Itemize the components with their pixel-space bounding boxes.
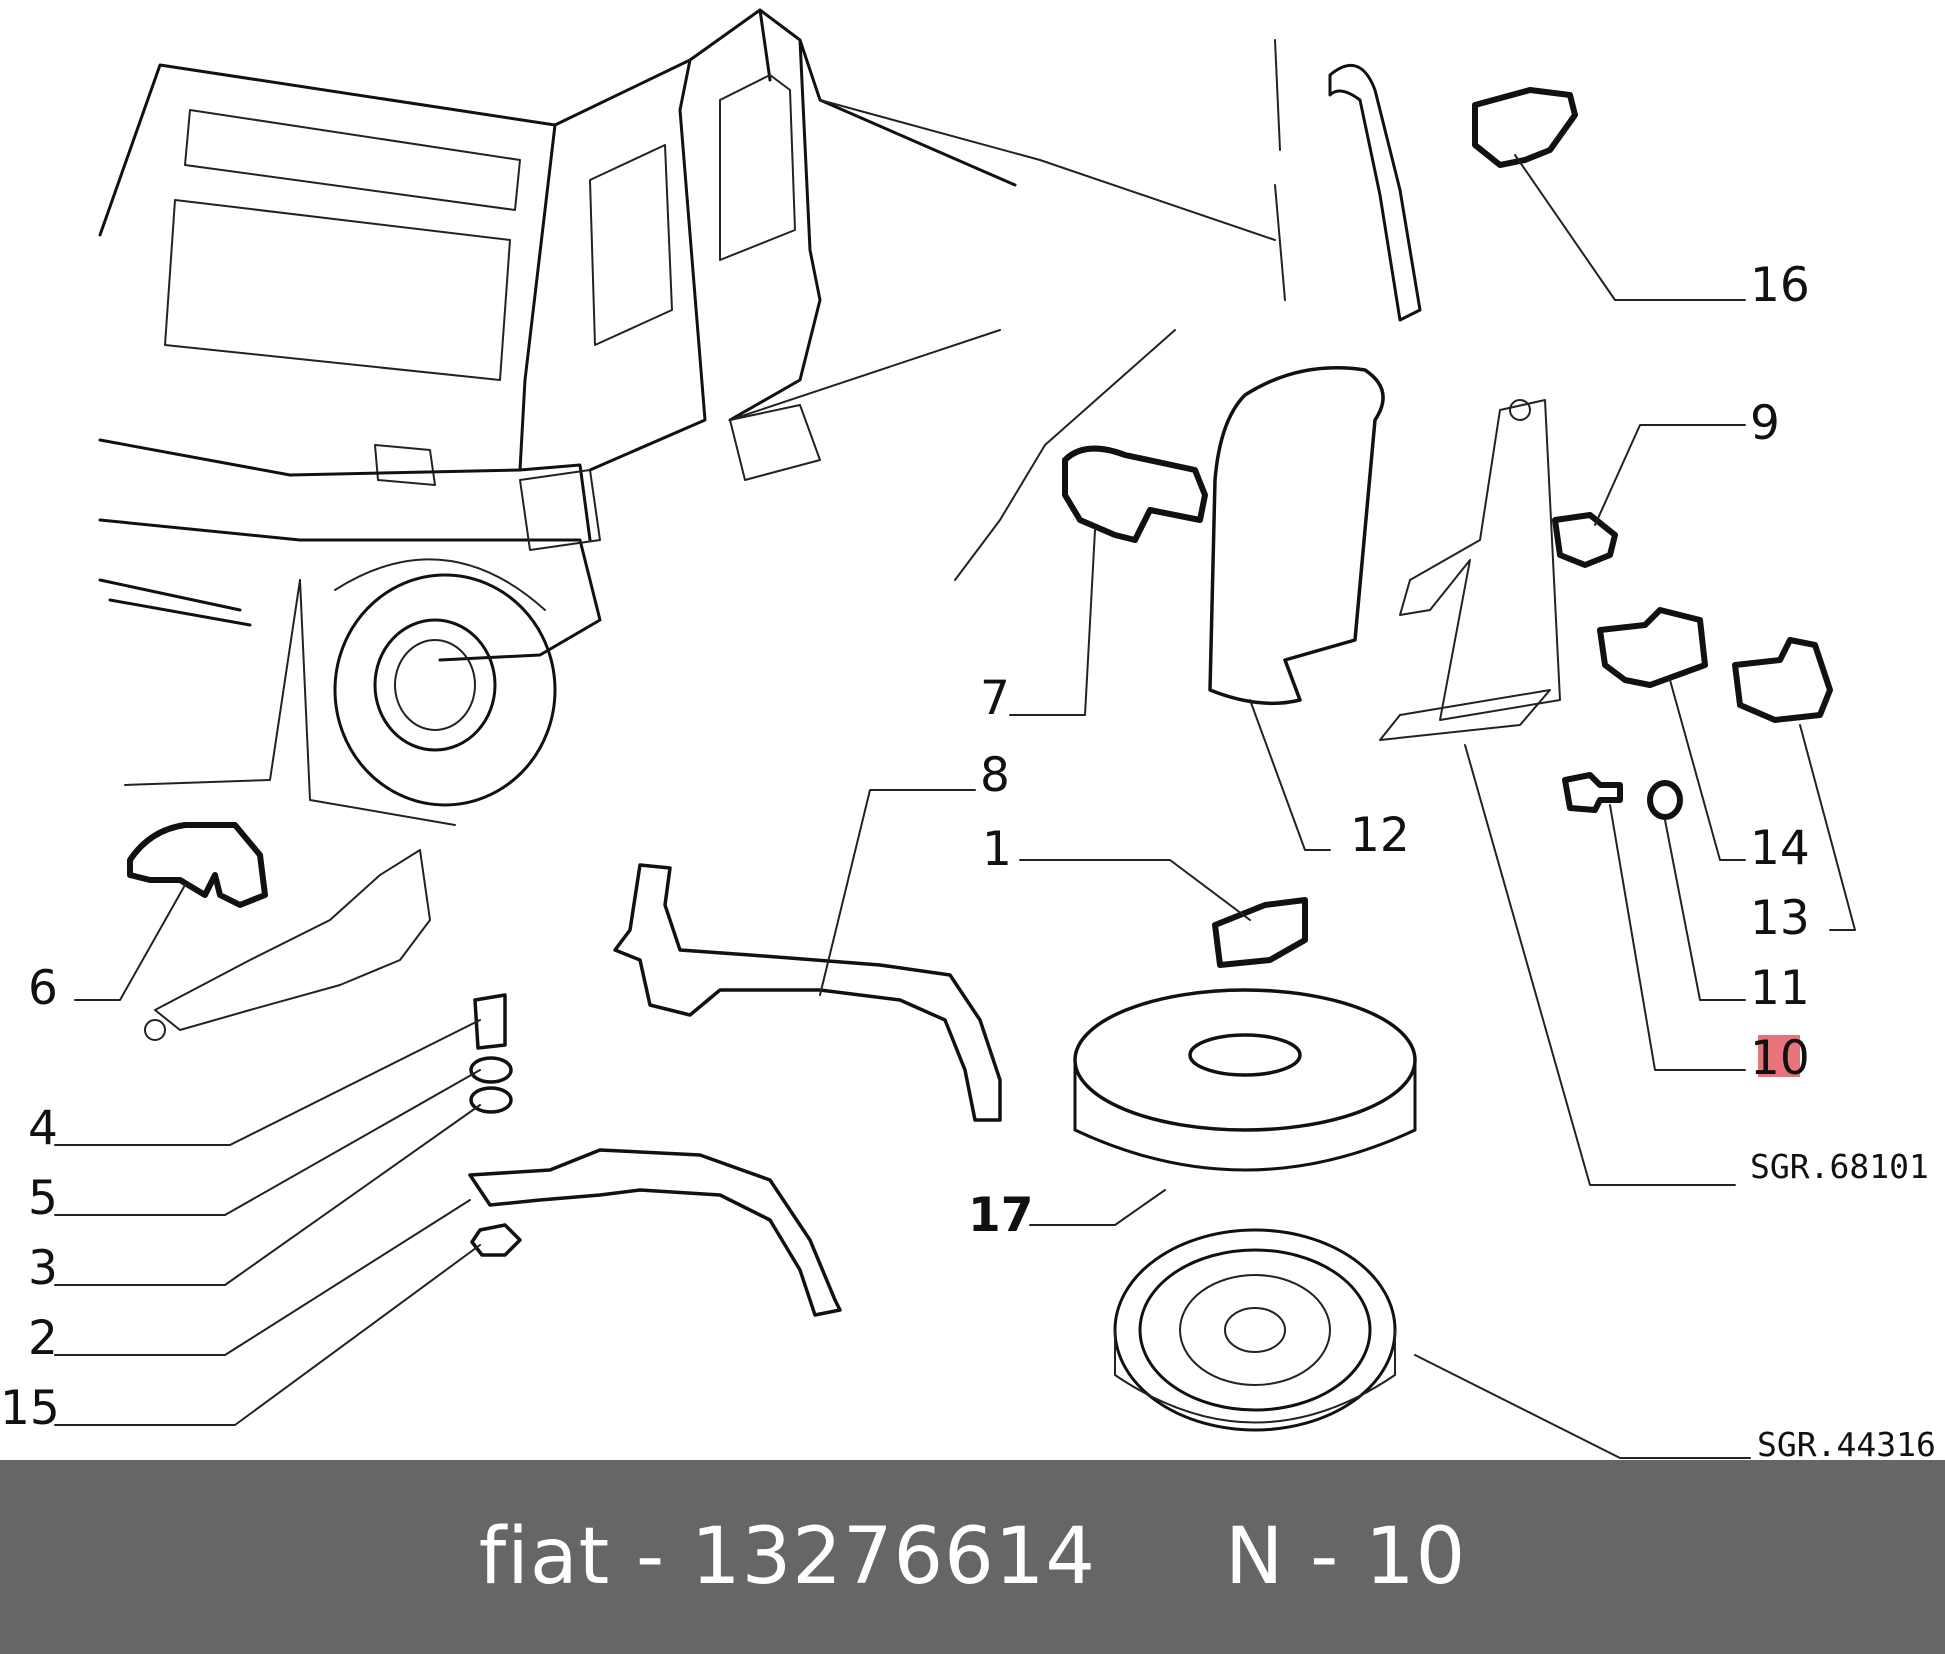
van-outline — [98, 8, 1286, 826]
parts-diagram: 16 9 7 8 12 1 14 13 6 11 10 4 5 3 17 2 1… — [0, 8, 1936, 1464]
reference-jack: SGR.68101 — [1750, 1147, 1929, 1186]
callout-15: 15 — [0, 1381, 60, 1436]
callout-2: 2 — [28, 1311, 58, 1366]
reference-wheel: SGR.44316 — [1757, 1425, 1936, 1464]
exploded-view-drawing — [54, 8, 1856, 1459]
callout-5: 5 — [28, 1171, 58, 1226]
part-13-bracket — [1732, 637, 1833, 723]
footer-bar: fiat - 13276614 N - 10 — [0, 1460, 1945, 1654]
callout-6: 6 — [28, 961, 58, 1016]
callout-17: 17 — [968, 1188, 1034, 1243]
callout-13: 13 — [1750, 891, 1810, 946]
part-9-plug — [1552, 512, 1618, 568]
leader-lines — [54, 154, 1856, 1459]
callout-9: 9 — [1750, 396, 1780, 451]
callout-11: 11 — [1750, 961, 1810, 1016]
part-11-washer — [1647, 780, 1683, 820]
callout-3: 3 — [28, 1241, 58, 1296]
scissor-jack — [144, 849, 431, 1041]
jack-assembly — [1379, 399, 1561, 741]
part-1-holder — [1212, 897, 1308, 968]
callout-4: 4 — [28, 1101, 58, 1156]
callout-1: 1 — [982, 822, 1012, 877]
footer-caption: fiat - 13276614 N - 10 — [478, 1512, 1467, 1602]
callout-8: 8 — [980, 748, 1010, 803]
part-12-cover — [1208, 366, 1385, 706]
callout-14: 14 — [1750, 821, 1810, 876]
spare-wheel — [1113, 1228, 1397, 1432]
part-14-bracket — [1597, 607, 1708, 688]
callout-12: 12 — [1350, 808, 1410, 863]
part-8-arm — [613, 863, 1002, 1122]
part-16-cap — [1328, 64, 1578, 322]
callout-10-highlight — [1758, 1035, 1800, 1077]
part-7-clamp — [1062, 445, 1208, 543]
part-6-bracket — [127, 822, 268, 908]
part-17-tire-cover — [1073, 988, 1417, 1172]
part-10-bolt — [1562, 772, 1623, 813]
callout-10: 10 — [1750, 1031, 1810, 1086]
part-2-bar — [468, 1148, 842, 1317]
small-hardware — [469, 993, 522, 1257]
callout-16: 16 — [1750, 258, 1810, 313]
callout-7: 7 — [980, 671, 1010, 726]
